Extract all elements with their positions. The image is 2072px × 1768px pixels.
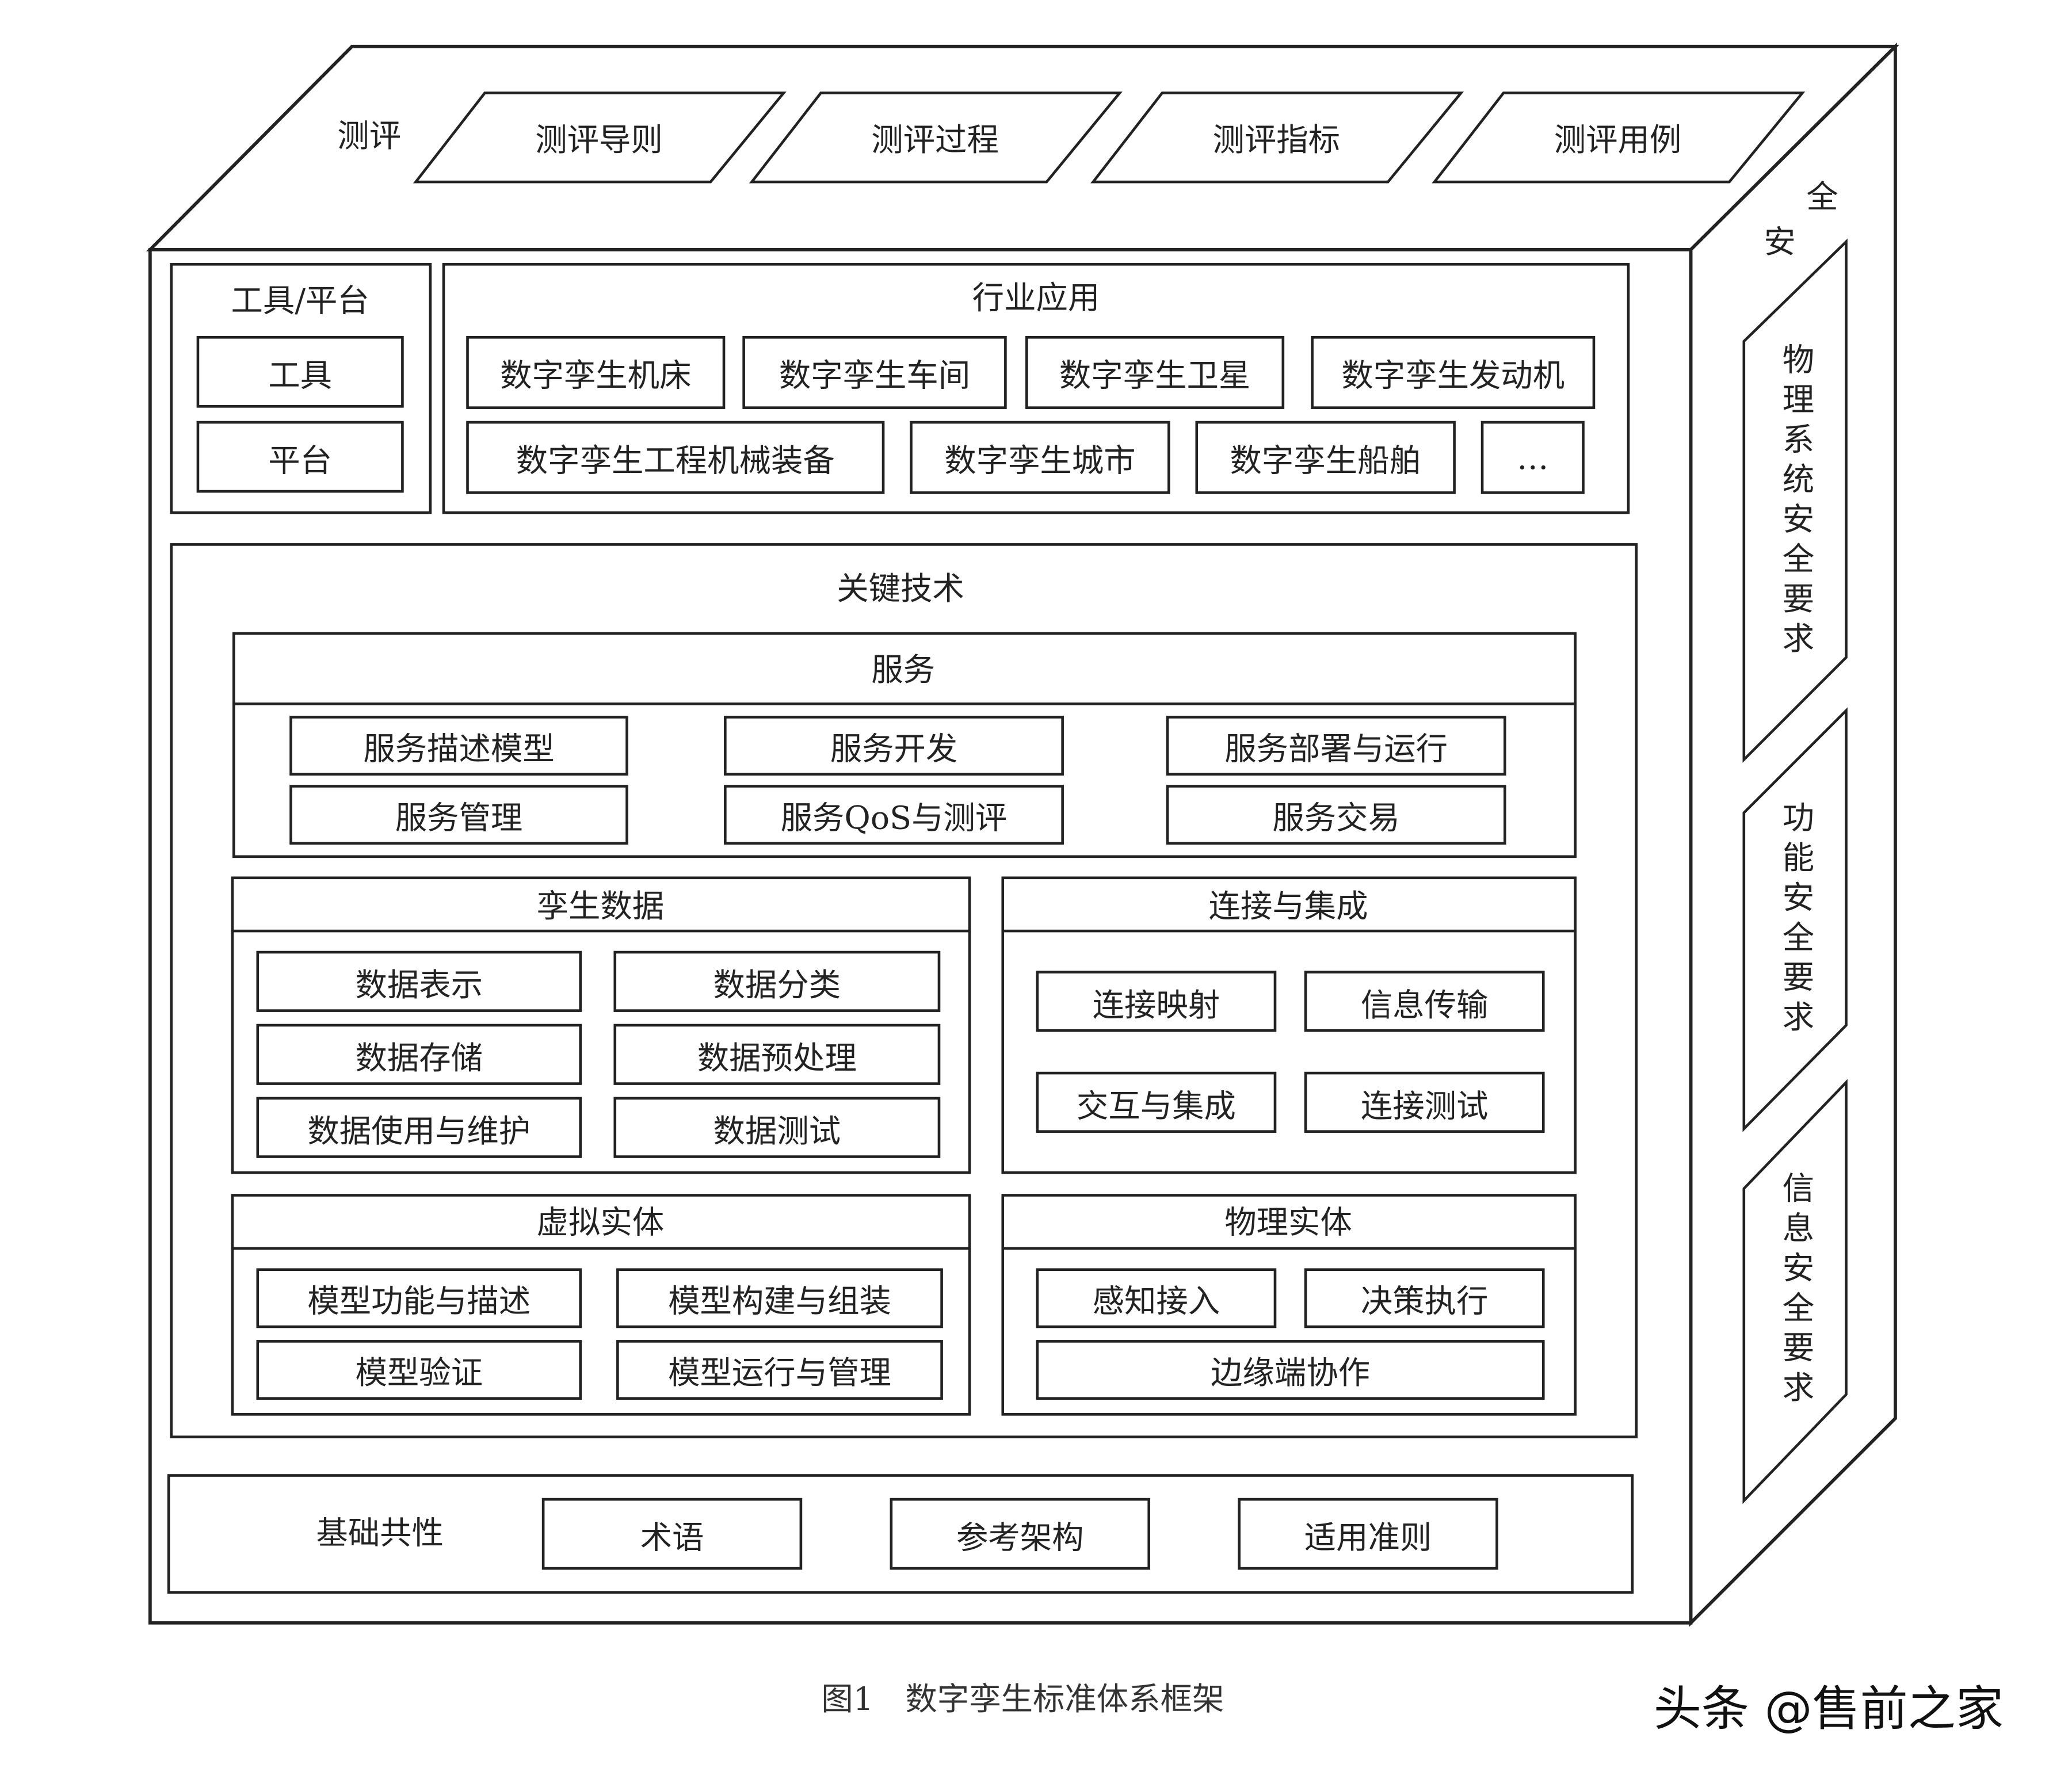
industry-item: 数字孪生车间 (742, 335, 1007, 409)
eval-item: 测评导则 (535, 121, 663, 159)
key-tech-panel (170, 543, 1638, 1438)
foundation-item: 适用准则 (1238, 1498, 1498, 1570)
key-tech-title: 关键技术 (837, 570, 964, 608)
foundation-item: 参考架构 (890, 1498, 1150, 1570)
security-label-bottom: 安 (1764, 223, 1796, 261)
industry-item: 数字孪生机床 (466, 335, 726, 409)
connect-item: 交互与集成 (1036, 1071, 1277, 1133)
tools-item: 工具 (196, 335, 404, 408)
service-item: 服务QoS与测评 (724, 785, 1064, 845)
connect-item: 信息传输 (1304, 971, 1545, 1032)
physical-item: 感知接入 (1036, 1268, 1277, 1328)
eval-item: 测评用例 (1554, 121, 1682, 159)
virtual-item: 模型功能与描述 (256, 1268, 582, 1328)
twin-data-item: 数据存储 (256, 1024, 582, 1085)
security-label-top: 全 (1806, 178, 1838, 216)
industry-panel (442, 263, 1630, 514)
service-title: 服务 (871, 651, 936, 689)
industry-item-more: … (1480, 421, 1585, 494)
virtual-title: 虚拟实体 (536, 1204, 665, 1242)
security-item: 功能安全要求 (1776, 800, 1814, 1040)
industry-item: 数字孪生工程机械装备 (466, 421, 885, 494)
watermark: 头条 @售前之家 (1653, 1682, 2004, 1738)
tools-title: 工具/平台 (231, 282, 369, 320)
security-item: 信息安全要求 (1776, 1171, 1814, 1411)
eval-item: 测评过程 (871, 121, 999, 159)
tools-panel (170, 263, 432, 514)
security-item: 物理系统安全要求 (1776, 342, 1814, 662)
connect-item: 连接测试 (1304, 1071, 1545, 1133)
connect-item: 连接映射 (1036, 971, 1277, 1032)
service-item: 服务描述模型 (289, 716, 628, 776)
service-item: 服务交易 (1166, 785, 1506, 845)
twin-data-item: 数据表示 (256, 950, 582, 1012)
twin-data-item: 数据使用与维护 (256, 1097, 582, 1158)
twin-data-panel (231, 876, 971, 1174)
virtual-item: 模型验证 (256, 1340, 582, 1400)
twin-data-item: 数据测试 (613, 1097, 941, 1158)
service-panel (232, 632, 1577, 858)
twin-data-item: 数据预处理 (613, 1024, 941, 1085)
service-item: 服务开发 (724, 716, 1064, 776)
industry-item: 数字孪生城市 (910, 421, 1170, 494)
figure-caption: 图1 数字孪生标准体系框架 (821, 1681, 1224, 1718)
virtual-item: 模型构建与组装 (616, 1268, 943, 1328)
tools-item: 平台 (196, 421, 404, 493)
connect-panel (1001, 876, 1577, 1174)
industry-title: 行业应用 (972, 279, 1100, 317)
virtual-panel (231, 1194, 971, 1416)
physical-panel (1001, 1194, 1577, 1416)
twin-data-title: 孪生数据 (536, 888, 665, 925)
eval-item: 测评指标 (1212, 121, 1341, 159)
industry-item: 数字孪生卫星 (1025, 335, 1285, 409)
industry-item: 数字孪生发动机 (1311, 335, 1596, 409)
service-item: 服务部署与运行 (1166, 716, 1506, 776)
physical-title: 物理实体 (1224, 1204, 1352, 1242)
eval-label: 测评 (337, 117, 402, 155)
physical-item: 边缘端协作 (1036, 1340, 1545, 1400)
twin-data-item: 数据分类 (613, 950, 941, 1012)
foundation-item: 术语 (541, 1498, 803, 1570)
virtual-item: 模型运行与管理 (616, 1340, 943, 1400)
connect-title: 连接与集成 (1208, 888, 1368, 925)
service-item: 服务管理 (289, 785, 628, 845)
foundation-panel (167, 1474, 1634, 1594)
physical-item: 决策执行 (1304, 1268, 1545, 1328)
industry-item: 数字孪生船舶 (1195, 421, 1456, 494)
foundation-title: 基础共性 (316, 1514, 444, 1552)
